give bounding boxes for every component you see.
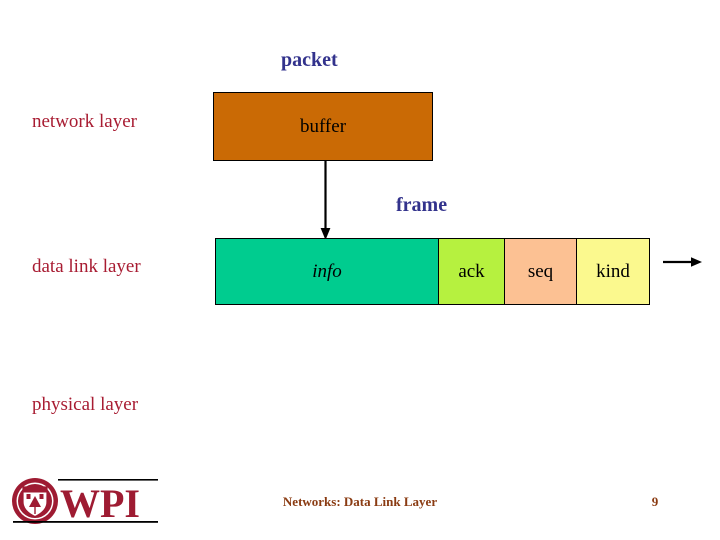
wpi-logo-text: WPI (60, 481, 140, 526)
frame-strip: info ack seq kind (215, 238, 650, 305)
footer-title: Networks: Data Link Layer (282, 494, 438, 509)
frame-field-info-label: info (312, 260, 342, 282)
footer-page-number: 9 (651, 494, 659, 509)
frame-field-kind: kind (577, 239, 649, 304)
frame-field-info: info (216, 239, 439, 304)
arrow-down-icon (318, 160, 334, 240)
layer-label-physical-layer: physical layer (32, 394, 139, 415)
arrow-right-icon (663, 253, 705, 271)
frame-field-seq-label: seq (527, 260, 554, 282)
wpi-logo: WPI (10, 476, 160, 526)
layer-label-network-layer: network layer (32, 111, 137, 132)
buffer-box: buffer (213, 92, 433, 161)
callout-label-packet: packet (281, 49, 338, 71)
frame-field-ack: ack (439, 239, 505, 304)
buffer-box-label: buffer (299, 115, 347, 137)
layer-label-data-link-layer: data link layer (32, 256, 141, 277)
frame-field-kind-label: kind (596, 260, 630, 282)
frame-field-seq: seq (505, 239, 577, 304)
callout-label-frame: frame (396, 194, 448, 216)
frame-field-ack-label: ack (458, 260, 485, 282)
